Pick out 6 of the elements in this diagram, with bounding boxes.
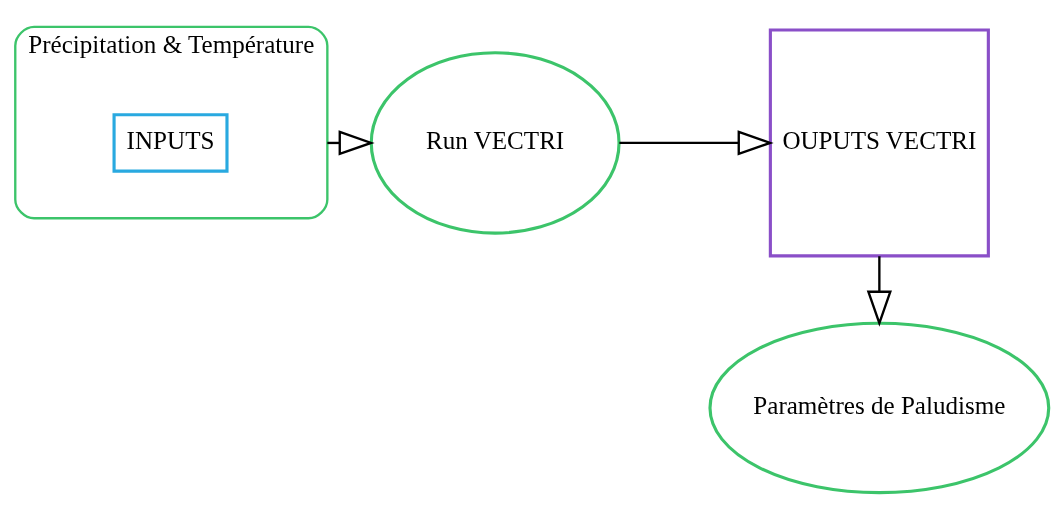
arrow — [619, 130, 774, 156]
node-box: INPUTS — [112, 113, 229, 173]
node-ellipse: Run VECTRI — [369, 51, 621, 235]
node-box: OUPUTS VECTRI — [768, 28, 990, 258]
node-ellipse: Paramètres de Paludisme — [708, 321, 1051, 495]
arrow — [866, 256, 892, 327]
